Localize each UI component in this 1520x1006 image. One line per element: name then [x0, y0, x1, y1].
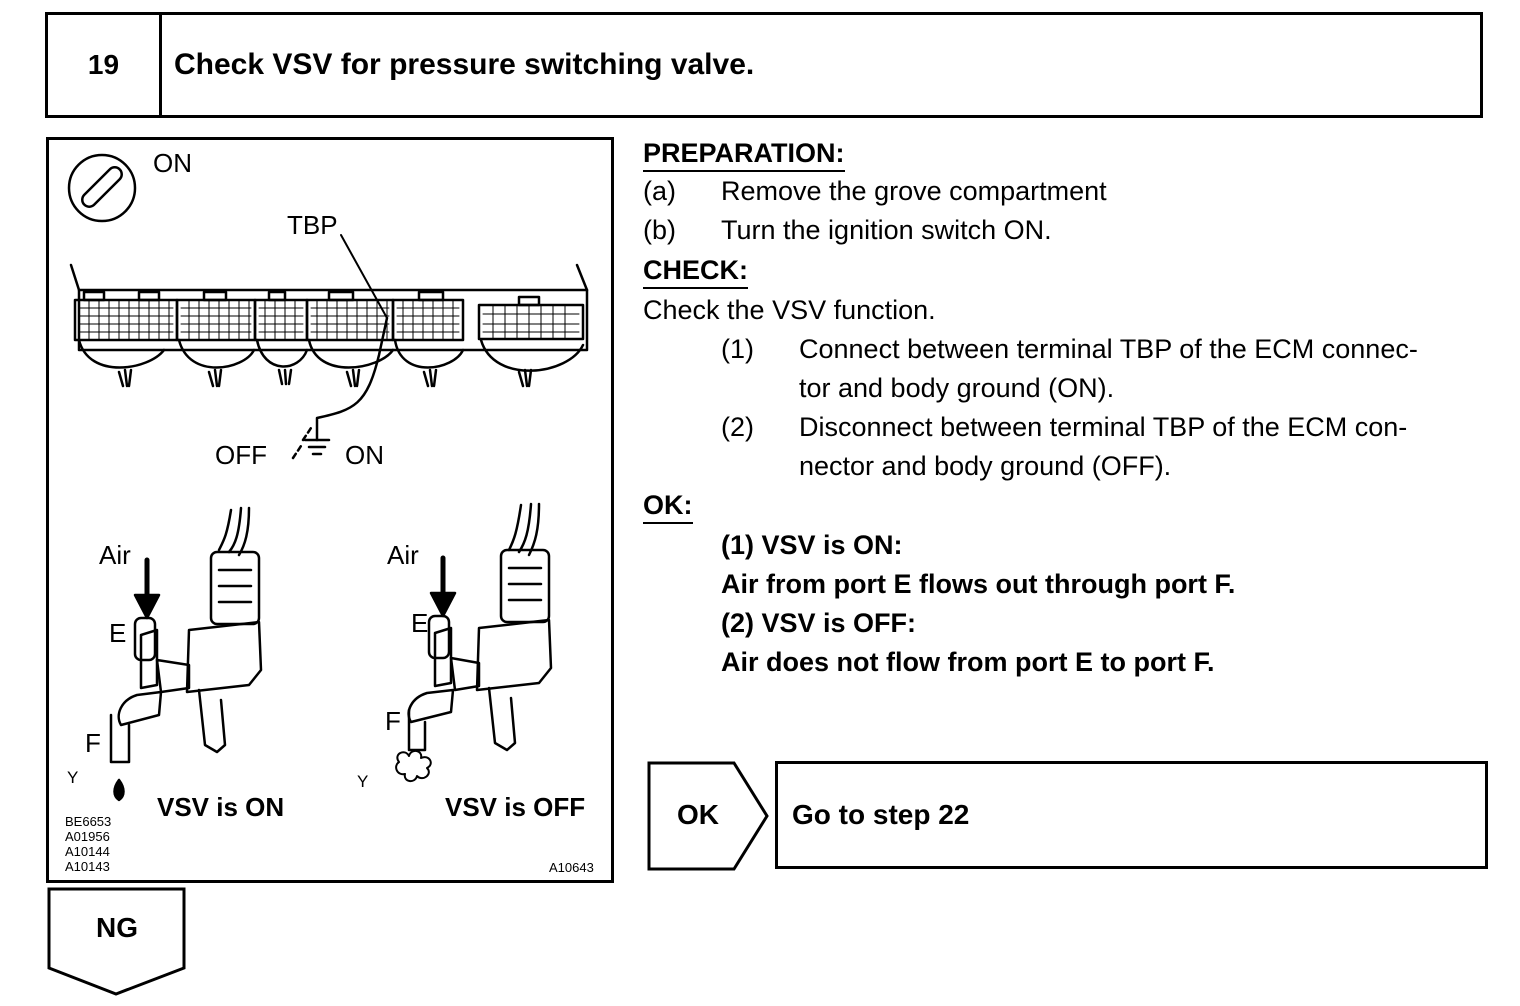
figure-reference-codes: BE6653 A01956 A10144 A10143 [65, 814, 111, 874]
figure-code: A10143 [65, 859, 110, 874]
ground-on-label: ON [345, 440, 384, 470]
port-e-label-off: E [411, 608, 429, 638]
air-label-off: Air [387, 540, 419, 570]
ok-heading: OK: [643, 488, 693, 524]
check-step-2-line2: nector and body ground (OFF). [799, 451, 1172, 481]
prep-step-a-text: Remove the grove compartment [721, 176, 1107, 206]
port-f-label-on: F [85, 728, 101, 758]
caption-vsv-on: VSV is ON [157, 792, 285, 822]
prep-step-a-marker: (a) [643, 176, 676, 206]
ok-arrow-shape [647, 761, 769, 871]
vsv-on-illustration [109, 506, 263, 802]
ng-result-label: NG [96, 912, 138, 943]
ignition-on-label: ON [153, 148, 192, 178]
ok-2-title: (2) VSV is OFF: [721, 608, 917, 638]
vsv-diagram-drawing [67, 153, 589, 802]
tbp-terminal-label: TBP [287, 210, 338, 240]
check-step-2-marker: (2) [721, 412, 754, 442]
prep-step-b-text: Turn the ignition switch ON. [721, 215, 1052, 245]
figure-code: BE6653 [65, 814, 112, 829]
vsv-off-illustration [395, 502, 553, 782]
ground-icon [291, 426, 331, 460]
prep-step-b-marker: (b) [643, 215, 676, 245]
ecm-connector-icon [69, 263, 589, 388]
step-header: 19 Check VSV for pressure switching valv… [45, 12, 1483, 118]
step-number: 19 [48, 15, 162, 115]
check-heading: CHECK: [643, 253, 748, 289]
ng-arrow-shape [47, 887, 186, 996]
check-step-1-line2: tor and body ground (ON). [799, 373, 1115, 403]
port-e-label-on: E [109, 618, 127, 648]
air-label-on: Air [99, 540, 131, 570]
y-label-off: Y [357, 772, 369, 791]
ok-result-label: OK [677, 799, 719, 830]
figure-code: A10144 [65, 844, 110, 859]
y-label-on: Y [67, 768, 79, 787]
ground-off-label: OFF [215, 440, 267, 470]
caption-vsv-off: VSV is OFF [445, 792, 586, 822]
ignition-switch-icon [67, 153, 137, 223]
ok-2-text: Air does not flow from port E to port F. [721, 647, 1215, 677]
check-intro: Check the VSV function. [643, 295, 936, 325]
step-title: Check VSV for pressure switching valve. [174, 48, 755, 81]
figure-number: A10643 [549, 860, 594, 875]
vsv-diagram: ON TBP OFF ON Air Air E E F F Y Y VSV is… [46, 137, 614, 883]
check-step-1-line1: Connect between terminal TBP of the ECM … [799, 334, 1418, 364]
port-f-label-off: F [385, 706, 401, 736]
check-step-1-marker: (1) [721, 334, 754, 364]
ok-next-step-box: Go to step 22 [775, 761, 1488, 869]
ok-1-title: (1) VSV is ON: [721, 530, 903, 560]
figure-code: A01956 [65, 829, 110, 844]
ok-1-text: Air from port E flows out through port F… [721, 569, 1236, 599]
preparation-heading: PREPARATION: [643, 136, 845, 172]
check-step-2-line1: Disconnect between terminal TBP of the E… [799, 412, 1408, 442]
